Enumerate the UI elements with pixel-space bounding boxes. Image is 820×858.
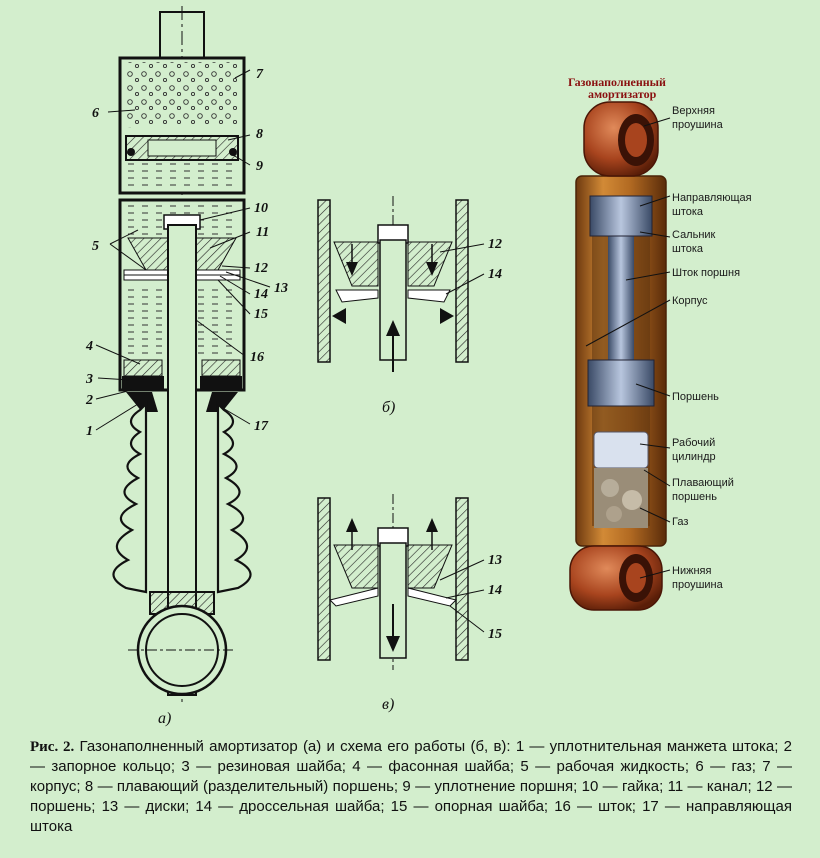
label-rod-seal-2: штока xyxy=(672,243,704,255)
diagram-a-cross-section xyxy=(95,6,271,706)
callout-17: 17 xyxy=(254,419,269,434)
illustration-title-line-2: амортизатор xyxy=(588,87,657,101)
callout-3: 3 xyxy=(85,372,93,387)
illustration-labels: Верхняя проушина Направляющая штока Саль… xyxy=(672,105,752,591)
callout-6: 6 xyxy=(92,106,99,121)
label-rod-guide-2: штока xyxy=(672,206,704,218)
label-gas: Газ xyxy=(672,516,688,528)
callout-1: 1 xyxy=(86,424,93,439)
sublabel-b: б) xyxy=(382,399,395,416)
callout-11: 11 xyxy=(256,225,269,240)
diagram-v-schematic xyxy=(317,494,485,670)
callout-15: 15 xyxy=(254,307,268,322)
label-floating-piston-1: Плавающий xyxy=(672,477,734,489)
callout-9: 9 xyxy=(256,159,263,174)
callout-16: 16 xyxy=(250,350,264,365)
label-piston: Поршень xyxy=(672,391,719,403)
label-lower-eye-2: проушина xyxy=(672,579,724,591)
sublabel-v: в) xyxy=(382,696,394,713)
label-piston-rod: Шток поршня xyxy=(672,267,740,279)
label-work-cylinder-2: цилиндр xyxy=(672,451,716,463)
shock-absorber-illustration xyxy=(569,101,671,611)
label-upper-eye-2: проушина xyxy=(672,119,724,131)
label-lower-eye-1: Нижняя xyxy=(672,565,711,577)
callout-4: 4 xyxy=(85,339,93,354)
sublabel-a: а) xyxy=(158,710,171,727)
caption-figure-number: Рис. 2. xyxy=(30,739,75,755)
diagram-b-schematic xyxy=(317,196,485,372)
callout-v-15: 15 xyxy=(488,627,502,642)
caption-text: Газонаполненный амортизатор (а) и схема … xyxy=(30,738,793,835)
label-floating-piston-2: поршень xyxy=(672,491,717,503)
callout-10: 10 xyxy=(254,201,268,216)
label-housing: Корпус xyxy=(672,295,708,307)
figure-caption: Рис. 2. Газонаполненный амортизатор (а) … xyxy=(30,737,792,837)
label-work-cylinder-1: Рабочий xyxy=(672,437,715,449)
callout-v-14: 14 xyxy=(488,583,502,598)
diagram-a-callouts: 7 6 8 9 10 5 11 12 13 14 15 16 4 3 2 1 1… xyxy=(85,67,288,439)
illustration-title-line-1: Газонаполненный xyxy=(568,75,666,89)
callout-v-13: 13 xyxy=(488,553,502,568)
callout-13: 13 xyxy=(274,281,288,296)
label-rod-seal-1: Сальник xyxy=(672,229,716,241)
callout-7: 7 xyxy=(256,67,264,82)
callout-8: 8 xyxy=(256,127,263,142)
callout-2: 2 xyxy=(85,393,93,408)
label-rod-guide-1: Направляющая xyxy=(672,192,752,204)
callout-12: 12 xyxy=(254,261,268,276)
callout-5: 5 xyxy=(92,239,99,254)
label-upper-eye-1: Верхняя xyxy=(672,105,715,117)
callout-b-12: 12 xyxy=(488,237,502,252)
callout-14: 14 xyxy=(254,287,268,302)
illustration-title: Газонаполненный амортизатор xyxy=(568,75,666,101)
callout-b-14: 14 xyxy=(488,267,502,282)
